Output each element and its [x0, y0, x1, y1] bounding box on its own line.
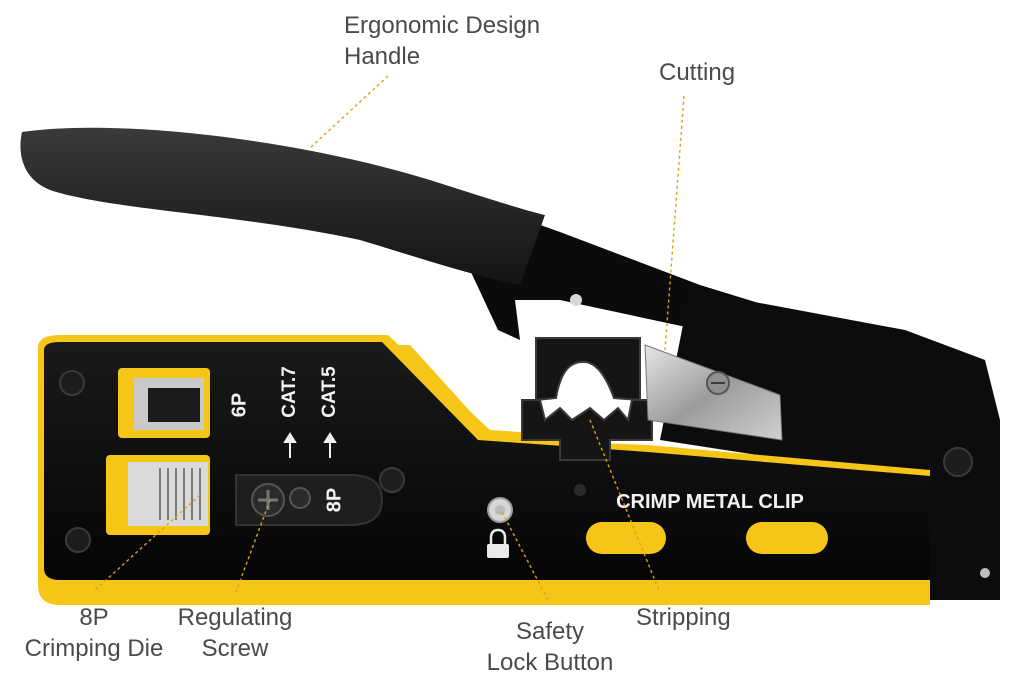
- arrow-up-icon: [283, 432, 337, 458]
- callout-safety: Safety Lock Button: [470, 616, 630, 678]
- ergonomic-grip: [20, 127, 546, 286]
- callout-handle-line2: Handle: [344, 43, 421, 70]
- callout-safety-line2: Lock Button: [486, 649, 614, 676]
- label-cat5: CAT.5: [319, 366, 340, 418]
- lock-icon: [487, 528, 509, 558]
- callout-leaders: [94, 75, 685, 601]
- callout-stripping: Stripping: [636, 602, 731, 633]
- regulating-screw-plate: 8P: [235, 474, 384, 526]
- crimp-metal-clip-label: CRIMP METAL CLIP: [616, 491, 804, 513]
- port-markings: 6P CAT.7 CAT.5: [228, 366, 340, 458]
- callout-screw-line1: Regulating: [177, 604, 293, 631]
- tool-head: [660, 290, 1000, 600]
- rivets: [59, 294, 990, 578]
- callout-8p-die: 8P Crimping Die: [14, 602, 174, 664]
- callout-screw: Regulating Screw: [165, 602, 305, 664]
- safety-lock-button: [487, 497, 513, 523]
- callout-handle-line1: Ergonomic Design: [344, 12, 541, 39]
- callout-safety-line1: Safety: [515, 618, 585, 645]
- callout-cutting-line1: Cutting: [659, 59, 736, 86]
- callout-8p-die-line2: Crimping Die: [24, 635, 164, 662]
- label-6p: 6P: [228, 393, 250, 417]
- port-6p: [118, 368, 210, 438]
- label-cat7: CAT.7: [279, 366, 300, 417]
- callout-handle: Ergonomic Design Handle: [344, 10, 540, 72]
- cutting-blade: [644, 344, 783, 441]
- callout-screw-line2: Screw: [201, 635, 269, 662]
- callout-stripping-line1: Stripping: [636, 604, 731, 631]
- crimp-metal-clip: CRIMP METAL CLIP: [586, 491, 828, 554]
- crimping-die-8p: [106, 455, 210, 535]
- screw-plate-label: 8P: [323, 488, 345, 512]
- stripping-jaws: [521, 337, 653, 461]
- callout-8p-die-line1: 8P: [79, 604, 109, 631]
- callout-cutting: Cutting: [659, 57, 735, 88]
